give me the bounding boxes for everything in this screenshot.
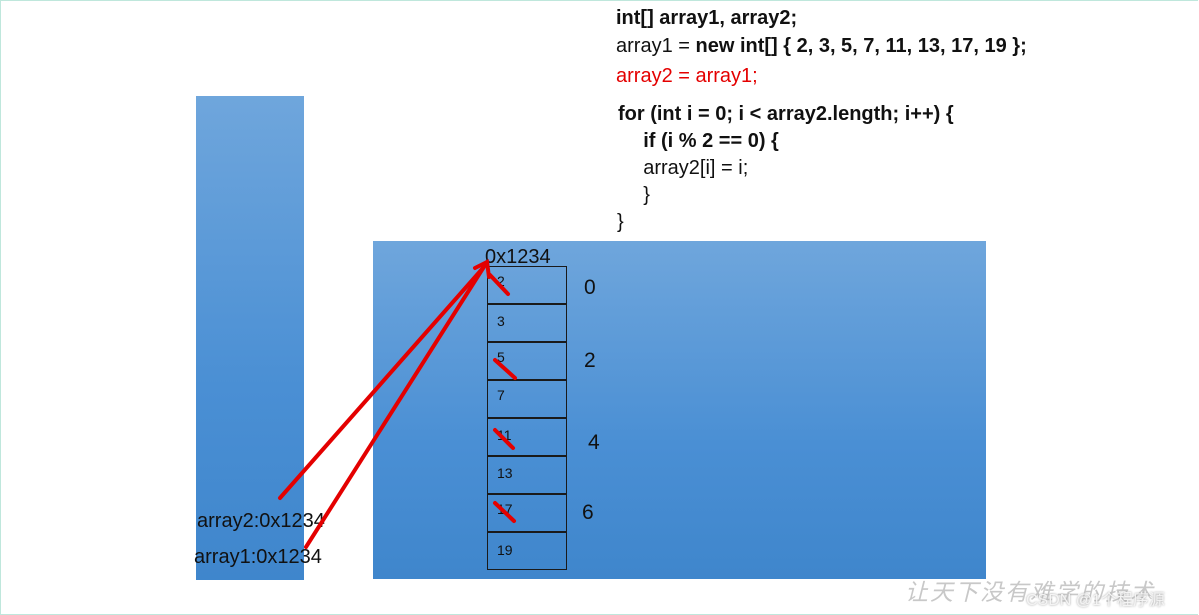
stack-ref-array1: array1:0x1234 — [194, 546, 322, 568]
index-label: 0 — [584, 276, 596, 299]
code-line-4: for (int i = 0; i < array2.length; i++) … — [618, 103, 954, 125]
code-line-3: array2 = array1; — [616, 65, 758, 87]
index-label: 4 — [588, 431, 600, 454]
arrow-head-icon — [473, 258, 491, 279]
strike-mark — [493, 358, 517, 380]
array-cell: 7 — [487, 380, 567, 418]
array-cell: 13 — [487, 456, 567, 494]
array-cell-value: 17 — [497, 501, 513, 517]
array-cell: 17 — [487, 494, 567, 532]
heap-memory-block — [373, 241, 986, 579]
code-line-6: array2[i] = i; — [621, 157, 749, 179]
index-label: 2 — [584, 349, 596, 372]
strike-mark — [493, 428, 515, 450]
strike-mark — [488, 273, 510, 296]
code-line-5: if (i % 2 == 0) { — [621, 130, 779, 152]
code-line-7: } — [621, 184, 650, 206]
array-cell: 11 — [487, 418, 567, 456]
stack-memory-block — [196, 96, 304, 580]
array-cell-value: 2 — [497, 273, 505, 289]
code-line-2: array1 = new int[] { 2, 3, 5, 7, 11, 13,… — [616, 34, 1027, 58]
pointer-arrow-array2 — [278, 266, 485, 500]
index-label: 6 — [582, 501, 594, 524]
array-cell: 3 — [487, 304, 567, 342]
array-cell: 2 — [487, 266, 567, 304]
array-cell-value: 11 — [497, 427, 512, 443]
code-line-1: int[] array1, array2; — [616, 7, 798, 29]
code-line-2-init: new int[] { 2, 3, 5, 7, 11, 13, 17, 19 }… — [695, 35, 1027, 57]
array-cell-value: 13 — [497, 465, 513, 481]
watermark-slogan: 让天下没有难学的技术 — [905, 580, 1155, 606]
array-cell-value: 3 — [497, 313, 505, 329]
code-line-8: } — [617, 211, 624, 233]
code-line-2-assign: array1 = — [616, 35, 696, 57]
strike-mark — [493, 501, 516, 523]
pointer-arrow-array1 — [304, 260, 489, 549]
array-cell: 5 — [487, 342, 567, 380]
array-cell-value: 7 — [497, 387, 505, 403]
array-cell-value: 5 — [497, 349, 505, 365]
array-cell: 19 — [487, 532, 567, 570]
heap-address-label: 0x1234 — [485, 246, 551, 268]
stack-ref-array2: array2:0x1234 — [197, 510, 325, 532]
watermark-credit: CSDN @1个程序源 — [1026, 592, 1165, 609]
array-cell-value: 19 — [497, 542, 513, 558]
